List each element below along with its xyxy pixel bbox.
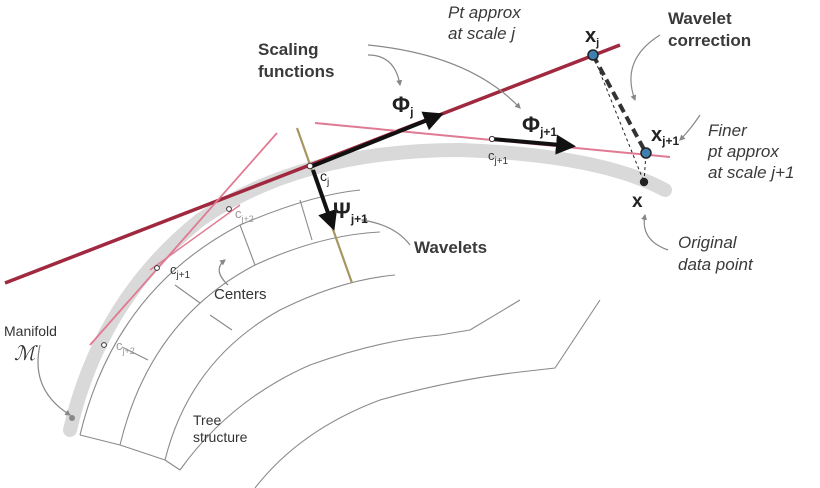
finer-label: Finer bbox=[708, 121, 748, 140]
manifold-symbol: ℳ bbox=[14, 341, 38, 365]
original-data-label-2: data point bbox=[678, 255, 754, 274]
phi-j-label: Φj bbox=[392, 92, 413, 119]
wavelet-correction-line bbox=[591, 54, 648, 154]
pt-approx-label: Pt approx bbox=[448, 3, 521, 22]
cj1-upper-label: cj+1 bbox=[488, 148, 509, 167]
tree-structure-label: Tree bbox=[193, 412, 221, 428]
cj-label: cj bbox=[320, 168, 329, 188]
finer-label-3: at scale j+1 bbox=[708, 163, 794, 182]
center-points bbox=[101, 135, 496, 348]
phi-j1-arrow bbox=[491, 134, 576, 155]
phi-j1-label: Φj+1 bbox=[522, 112, 557, 139]
annotation-arrows bbox=[37, 34, 701, 416]
manifold-curve bbox=[63, 142, 672, 437]
wavelet-correction-title: Wavelet bbox=[668, 9, 732, 28]
tree-structure bbox=[79, 189, 601, 488]
cj1-lower-label: cj+1 bbox=[170, 262, 191, 281]
manifold-endpoint bbox=[69, 415, 75, 421]
xj-point bbox=[587, 49, 599, 61]
wavelet-correction-title-2: correction bbox=[668, 31, 751, 50]
psi-label: Ψj+1 bbox=[333, 198, 368, 226]
x-point bbox=[639, 177, 649, 187]
x-label: x bbox=[632, 191, 643, 212]
cj2-lower-label: cj+2 bbox=[116, 338, 135, 356]
projection-line bbox=[592, 54, 645, 183]
phi-j-arrow bbox=[309, 111, 444, 169]
xj-label: xj bbox=[585, 25, 599, 49]
manifold-label: Manifold bbox=[4, 323, 57, 339]
scaling-functions-title-2: functions bbox=[258, 62, 335, 81]
original-data-label: Original bbox=[678, 233, 738, 252]
tree-structure-label-2: structure bbox=[193, 429, 248, 445]
xj1-label: xj+1 bbox=[651, 124, 679, 148]
finer-label-2: pt approx bbox=[707, 142, 779, 161]
psi-arrow bbox=[311, 169, 338, 231]
xj1-point bbox=[640, 147, 652, 159]
cj2-upper-label: cj+2 bbox=[235, 206, 254, 224]
pt-approx-label-2: at scale j bbox=[448, 24, 516, 43]
tangent-line-lower-2 bbox=[149, 204, 241, 271]
wavelets-title: Wavelets bbox=[414, 238, 487, 257]
centers-label: Centers bbox=[214, 286, 267, 303]
scaling-functions-title: Scaling bbox=[258, 40, 318, 59]
tangent-line-lower-1 bbox=[89, 132, 278, 346]
